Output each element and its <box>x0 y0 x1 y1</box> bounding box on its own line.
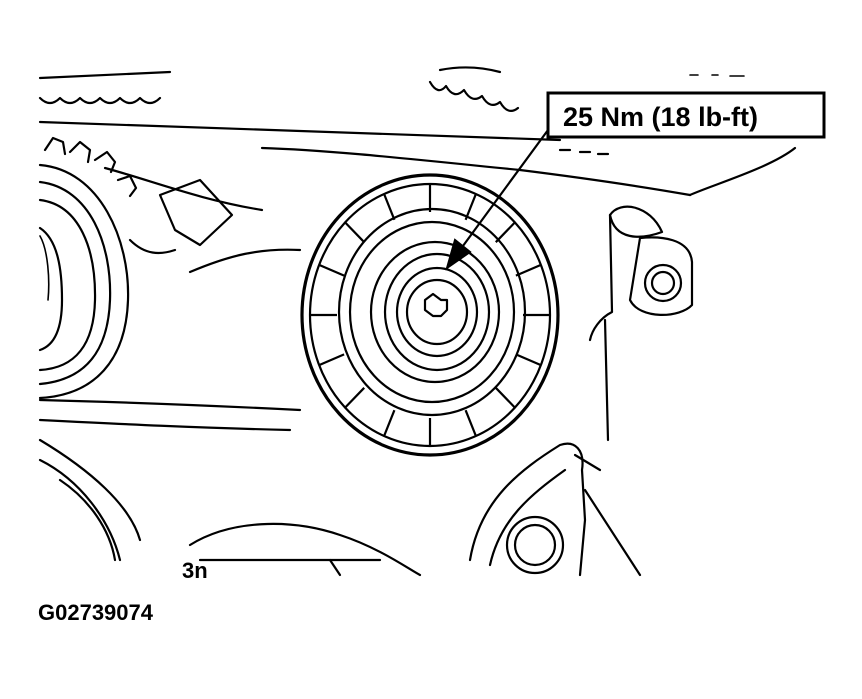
torque-callout: 25 Nm (18 lb-ft) <box>546 91 826 139</box>
figure-id: G02739074 <box>38 600 153 625</box>
pulley-spoke <box>515 263 542 277</box>
pulley-spoke <box>318 263 345 277</box>
pulley-spoke <box>344 221 365 243</box>
pulley-spoke <box>495 387 516 409</box>
pulley-spoke <box>515 353 542 367</box>
pulley-spoke <box>464 409 477 437</box>
left-sprocket <box>38 136 138 400</box>
bottom-housing <box>188 522 422 577</box>
mount-bracket <box>103 166 302 274</box>
pulley-spoke <box>383 409 396 437</box>
lower-bracket <box>468 442 642 577</box>
part-mark: 3n <box>182 558 208 583</box>
pulley-spoke <box>495 221 516 243</box>
pulley-spoke <box>318 353 345 367</box>
torque-callout-arrow <box>445 128 550 271</box>
pulley-spoke <box>464 193 477 221</box>
pulley-spoke <box>344 387 365 409</box>
timing-belt <box>38 66 745 142</box>
engine-cover-outline <box>38 146 797 562</box>
torque-label: 25 Nm (18 lb-ft) <box>563 102 758 132</box>
tensioner-pulley <box>300 173 560 457</box>
pulley-spoke <box>383 193 396 221</box>
pulley-spokes <box>310 184 550 446</box>
